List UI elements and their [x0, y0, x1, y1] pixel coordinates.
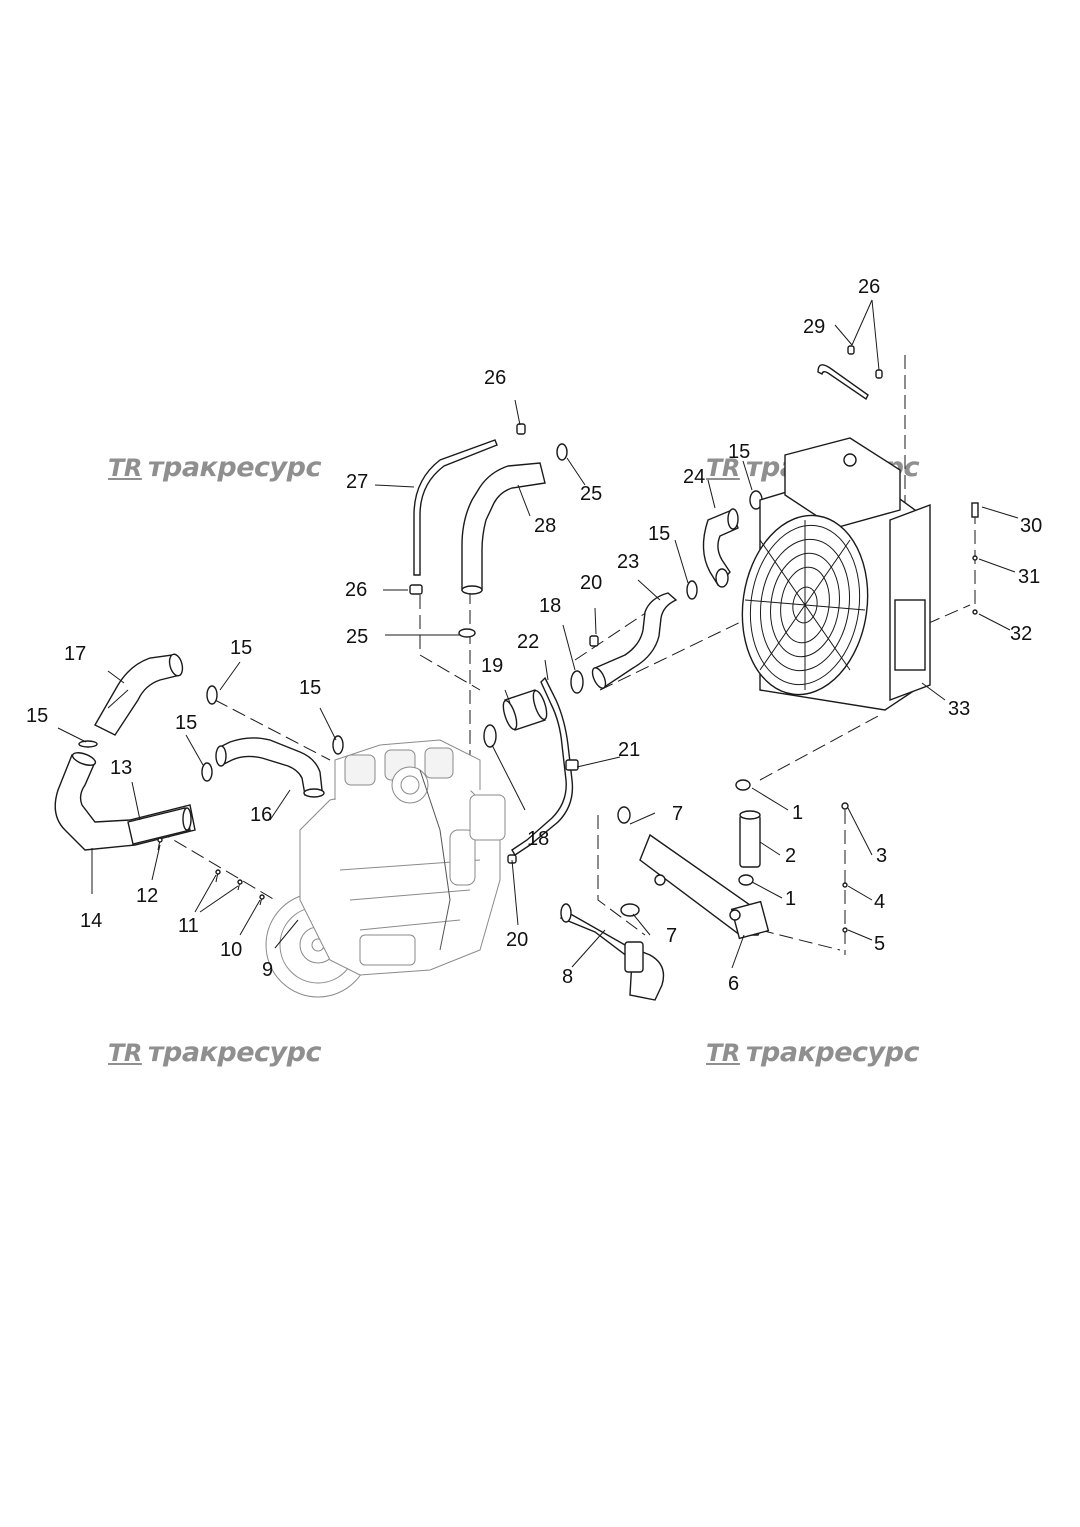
callout-20: 20 [580, 572, 602, 594]
callout-19: 19 [481, 655, 503, 677]
callout-8: 8 [562, 966, 573, 988]
callout-1: 1 [792, 802, 803, 824]
clip-26-low [409, 584, 423, 595]
watermark-text: тракресурс [745, 1037, 920, 1068]
pipe-8 [559, 903, 665, 1001]
callout-26: 26 [858, 276, 880, 298]
clamp-18a [483, 724, 497, 748]
callout-7: 7 [672, 803, 683, 825]
clamp-15d [332, 735, 344, 755]
callout-15: 15 [728, 441, 750, 463]
callout-9: 9 [262, 959, 273, 981]
hose-23 [591, 592, 678, 690]
callout-6: 6 [728, 973, 739, 995]
callout-15: 15 [648, 523, 670, 545]
callout-3: 3 [876, 845, 887, 867]
callout-33: 33 [948, 698, 970, 720]
clamp-15a [206, 685, 218, 705]
expansion-tank [784, 437, 901, 529]
oil-cooler-6 [639, 833, 770, 940]
callout-22: 22 [517, 631, 539, 653]
screws-3-5 [841, 802, 849, 933]
radiator-assembly-33 [741, 437, 931, 711]
watermark-text: тракресурс [147, 1037, 322, 1068]
callout-23: 23 [617, 551, 639, 573]
callout-30: 30 [1020, 515, 1042, 537]
oil-filter [449, 829, 476, 886]
callout-26: 26 [484, 367, 506, 389]
watermark-logo: TR [108, 1039, 142, 1067]
hose-28 [458, 443, 568, 638]
callout-26: 26 [345, 579, 367, 601]
callout-17: 17 [64, 643, 86, 665]
callout-labels: 17 15 15 15 15 13 16 12 14 11 10 9 26 27… [26, 276, 1042, 995]
callout-13: 13 [110, 757, 132, 779]
watermark-logo: TR [706, 1039, 740, 1067]
callout-7: 7 [666, 925, 677, 947]
callout-27: 27 [346, 471, 368, 493]
clamp-25-low [458, 628, 476, 638]
callout-29: 29 [803, 316, 825, 338]
clamps-1-7 [617, 779, 754, 917]
callout-1: 1 [785, 888, 796, 910]
callout-10: 10 [220, 939, 242, 961]
callout-4: 4 [874, 891, 885, 913]
callout-12: 12 [136, 885, 158, 907]
clamp-25-top [556, 443, 568, 461]
callout-21: 21 [618, 739, 640, 761]
hose-16 [215, 737, 325, 798]
sleeve-13 [127, 807, 192, 845]
clamp-15c [201, 762, 213, 782]
callout-18: 18 [527, 828, 549, 850]
tube-27 [409, 423, 526, 595]
watermark-logo: TR [108, 454, 142, 482]
hose-24 [702, 508, 739, 588]
clip-20 [589, 635, 599, 647]
callout-5: 5 [874, 933, 885, 955]
callout-24: 24 [683, 466, 705, 488]
callout-31: 31 [1018, 566, 1040, 588]
callout-25: 25 [580, 483, 602, 505]
callout-15: 15 [230, 637, 252, 659]
callout-11: 11 [178, 915, 199, 937]
bolts-30-32 [971, 502, 979, 615]
clamp-15e [686, 580, 698, 600]
engine-block [265, 739, 506, 998]
hose-29 [817, 345, 883, 401]
watermark-text: тракресурс [147, 452, 322, 483]
mount-bracket [894, 599, 926, 671]
clamps-15 [78, 490, 763, 782]
pipe-21 [507, 676, 579, 864]
callout-15: 15 [299, 677, 321, 699]
clamp-18b [570, 670, 584, 694]
callout-2: 2 [785, 845, 796, 867]
callout-20: 20 [506, 929, 528, 951]
hose-2 [739, 810, 761, 868]
watermark-logo: TR [706, 454, 740, 482]
callout-32: 32 [1010, 623, 1032, 645]
callout-15: 15 [175, 712, 197, 734]
clamp-15b [78, 740, 98, 748]
callout-18: 18 [539, 595, 561, 617]
fasteners-10-12 [157, 837, 265, 906]
callout-28: 28 [534, 515, 556, 537]
sleeve-19 [483, 635, 599, 748]
callout-25: 25 [346, 626, 368, 648]
callout-15: 15 [26, 705, 48, 727]
callout-16: 16 [250, 804, 272, 826]
leader-lines [57, 299, 1019, 969]
hose-17 [94, 653, 184, 736]
callout-14: 14 [80, 910, 102, 932]
clip-26-top [516, 423, 526, 435]
